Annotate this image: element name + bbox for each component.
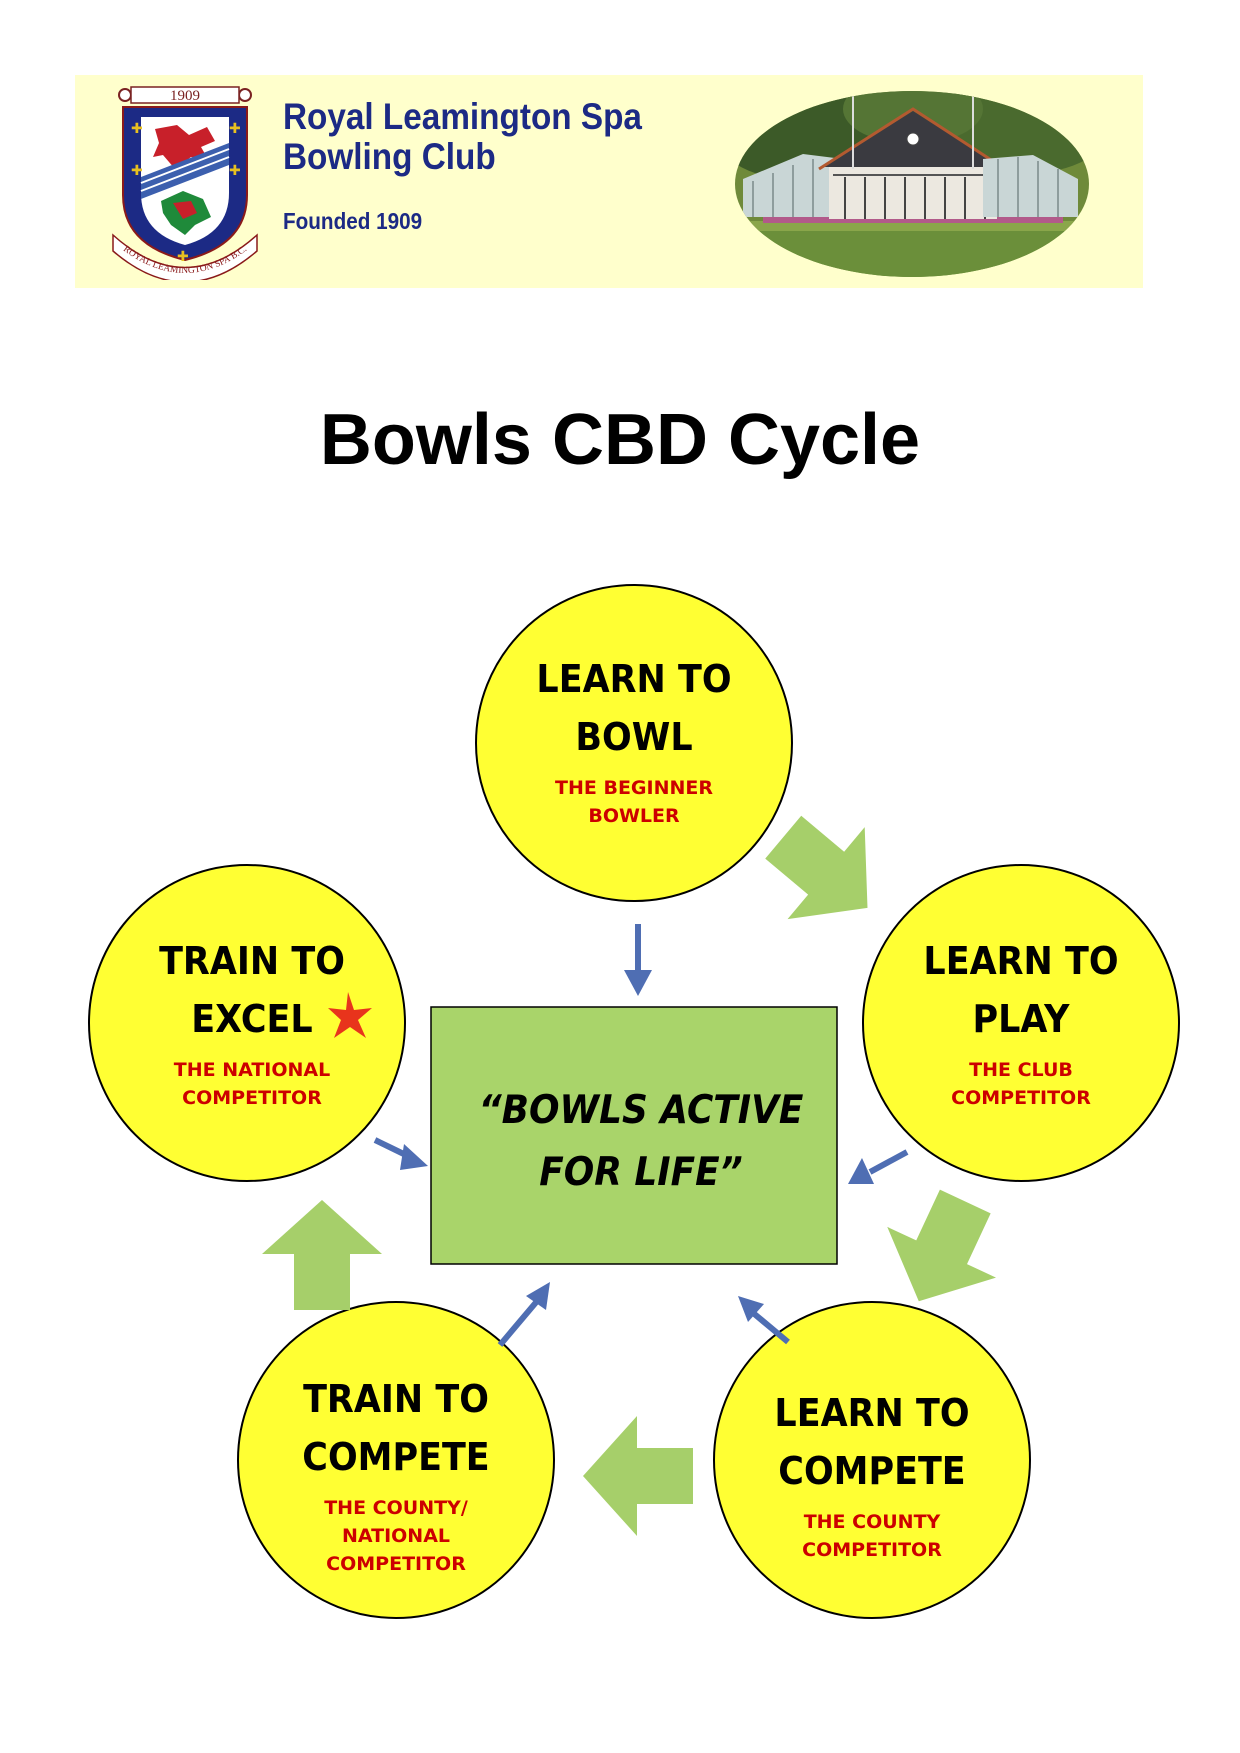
page-title: Bowls CBD Cycle <box>319 400 921 480</box>
stage-title-line2: COMPETE <box>302 1435 490 1479</box>
stage-title-line2: COMPETE <box>778 1449 966 1493</box>
stage-title-line1: TRAIN TO <box>159 939 345 983</box>
center-box <box>430 1006 838 1265</box>
pointer-arrow-right <box>848 1149 909 1184</box>
stage-title-line1: TRAIN TO <box>303 1377 489 1421</box>
stage-learn-to-bowl: LEARN TO BOWL THE BEGINNER BOWLER <box>476 650 792 830</box>
circle-learn-to-bowl <box>475 584 793 902</box>
stage-subtitle-line2: COMPETITOR <box>182 1087 322 1109</box>
stage-train-to-compete: TRAIN TO COMPETE THE COUNTY/ NATIONAL CO… <box>238 1370 554 1578</box>
clubhouse-photo <box>735 91 1089 277</box>
pointer-arrow-bottom-right <box>738 1296 790 1345</box>
stage-learn-to-compete: LEARN TO COMPETE THE COUNTY COMPETITOR <box>714 1384 1030 1564</box>
circle-learn-to-play <box>862 864 1180 1182</box>
circle-train-to-compete <box>237 1301 555 1619</box>
stage-subtitle-line2: COMPETITOR <box>951 1087 1091 1109</box>
circle-learn-to-compete <box>713 1301 1031 1619</box>
crest-year: 1909 <box>170 88 200 104</box>
pointer-arrow-top <box>624 924 652 996</box>
stage-title-line2: PLAY <box>972 997 1070 1041</box>
stage-subtitle-line1: THE CLUB <box>969 1059 1073 1081</box>
stage-subtitle-line1: THE NATIONAL <box>173 1059 331 1081</box>
pointer-arrow-bottom-left <box>497 1282 550 1347</box>
stage-subtitle-line3: COMPETITOR <box>326 1553 466 1575</box>
svg-text:✚: ✚ <box>229 121 241 137</box>
stage-subtitle-line1: THE BEGINNER <box>555 777 713 799</box>
stage-subtitle-line1: THE COUNTY <box>803 1511 941 1533</box>
svg-text:✚: ✚ <box>131 163 143 179</box>
pointer-arrow-left <box>373 1137 428 1170</box>
club-crest-icon: 1909 ✚ ✚ ✚ ✚ ✚ ROYAL LEAMINGTON SPA B.C. <box>112 86 258 280</box>
club-name-line1: Royal Leamington Spa <box>283 96 642 137</box>
header-banner: 1909 ✚ ✚ ✚ ✚ ✚ ROYAL LEAMINGTON SPA B.C.… <box>75 75 1143 288</box>
founded-text: Founded 1909 <box>283 208 423 234</box>
center-slogan-text: “BOWLS ACTIVE FOR LIFE” <box>478 1088 804 1195</box>
svg-text:✚: ✚ <box>131 121 143 137</box>
stage-title-line2: BOWL <box>575 715 693 759</box>
svg-text:✚: ✚ <box>177 249 189 265</box>
stage-learn-to-play: LEARN TO PLAY THE CLUB COMPETITOR <box>863 932 1179 1112</box>
star-icon <box>328 992 372 1038</box>
circle-train-to-excel <box>88 864 406 1182</box>
stage-subtitle-line2: NATIONAL <box>341 1525 451 1547</box>
cycle-arrow-1 <box>765 815 868 920</box>
stage-title-line1: LEARN TO <box>536 657 732 701</box>
svg-text:✚: ✚ <box>229 163 241 179</box>
pointer-arrows <box>373 924 909 1347</box>
cycle-arrows <box>262 815 996 1536</box>
stage-train-to-excel: TRAIN TO EXCEL THE NATIONAL COMPETITOR <box>94 932 410 1112</box>
cycle-arrow-4 <box>262 1200 382 1310</box>
center-slogan: “BOWLS ACTIVE FOR LIFE” <box>436 1012 846 1272</box>
stage-title-line1: LEARN TO <box>774 1391 970 1435</box>
stage-subtitle-line2: COMPETITOR <box>802 1539 942 1561</box>
stage-subtitle-line2: BOWLER <box>588 805 680 827</box>
club-name-line2: Bowling Club <box>283 136 496 177</box>
stage-subtitle-line1: THE COUNTY/ <box>324 1497 468 1519</box>
cycle-arrow-2 <box>887 1189 996 1302</box>
stage-title-line1: LEARN TO <box>923 939 1119 983</box>
cycle-arrow-3 <box>583 1416 693 1536</box>
stage-title-line2: EXCEL <box>191 997 313 1041</box>
